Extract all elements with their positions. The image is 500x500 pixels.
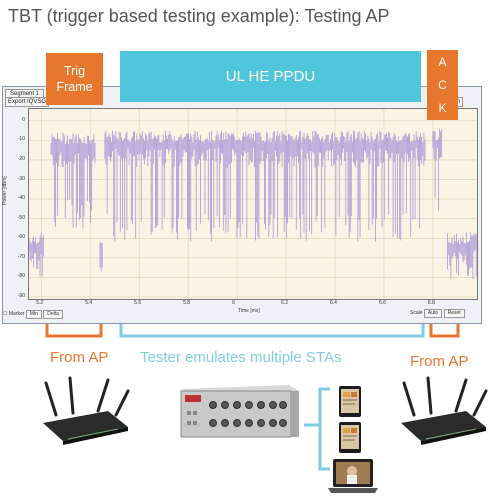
trace-segment-3 — [104, 130, 426, 242]
bracket-layer — [45, 324, 460, 338]
tester-instrument-icon — [180, 385, 299, 438]
x-tick-label: 5.4 — [85, 300, 93, 306]
delta-button[interactable]: Delta — [43, 310, 63, 319]
reset-button[interactable]: Reset — [443, 309, 465, 318]
y-axis-label: Power [dBm] — [2, 176, 8, 205]
ack-letter-a: A — [438, 54, 447, 69]
from-ap-left-bracket — [45, 324, 103, 338]
x-tick-label: 6.2 — [281, 300, 288, 306]
ack-letter-c: C — [438, 77, 447, 92]
trace-segment-4 — [432, 128, 443, 211]
trace-segment-5 — [447, 232, 477, 280]
tester-label: Tester emulates multiple STAs — [140, 349, 342, 366]
tablet-icon — [339, 386, 361, 417]
router-icon — [401, 376, 488, 445]
x-tick-label: 5.8 — [183, 300, 191, 306]
from-ap-left-label: From AP — [50, 349, 109, 366]
trace-segment-1 — [50, 132, 96, 229]
y-tick-label: -60 — [17, 234, 25, 241]
y-tick-label: -10 — [17, 136, 25, 143]
tablet-icon — [339, 422, 361, 453]
trig-label: Trig — [63, 64, 86, 78]
y-tick-label: 0 — [22, 116, 25, 123]
x-tick-label: 6.6 — [378, 300, 386, 306]
page-title: TBT (trigger based testing example): Tes… — [8, 6, 390, 26]
client-connector — [304, 387, 330, 471]
ack-letter-k: K — [438, 101, 447, 116]
marker-bar: ☐ Marker Min Delta — [3, 310, 63, 319]
router-icon — [43, 376, 130, 445]
export-button[interactable]: Export IQVSG — [5, 97, 50, 107]
x-axis-label: Time [ms] — [238, 308, 260, 314]
auto-button[interactable]: Auto — [423, 309, 443, 318]
from-ap-right-bracket — [429, 324, 460, 338]
power-vs-time-plot — [28, 108, 478, 300]
y-tick-label: -50 — [17, 214, 25, 221]
trace-segment-0 — [29, 232, 44, 277]
y-tick-label: -80 — [17, 273, 25, 280]
frame-label: Frame — [56, 80, 93, 94]
y-tick-label: -90 — [17, 293, 25, 299]
x-tick-label: 5.2 — [36, 300, 44, 306]
from-ap-right-label: From AP — [410, 353, 469, 370]
ack-box: A C K — [427, 50, 458, 120]
marker-checkbox[interactable]: ☐ — [3, 311, 9, 317]
x-tick-label: 6 — [232, 300, 235, 306]
scale-label: Scale — [410, 310, 423, 316]
tester-bracket — [119, 324, 425, 338]
laptop-icon — [328, 459, 378, 493]
x-tick-label: 6.4 — [330, 300, 337, 306]
marker-label: Marker — [8, 311, 25, 317]
ul-he-ppdu-box: UL HE PPDU — [120, 51, 421, 102]
y-tick-label: -30 — [17, 175, 25, 182]
y-tick-label: -20 — [17, 155, 25, 162]
x-tick-label: 6.8 — [427, 300, 435, 306]
plot-svg — [29, 109, 477, 299]
y-tick-label: -40 — [17, 195, 25, 202]
y-tick-label: -70 — [17, 253, 25, 260]
trace-segment-2 — [99, 242, 103, 272]
x-tick-label: 5.6 — [134, 300, 142, 306]
scale-controls: Scale Auto Reset — [410, 309, 465, 318]
